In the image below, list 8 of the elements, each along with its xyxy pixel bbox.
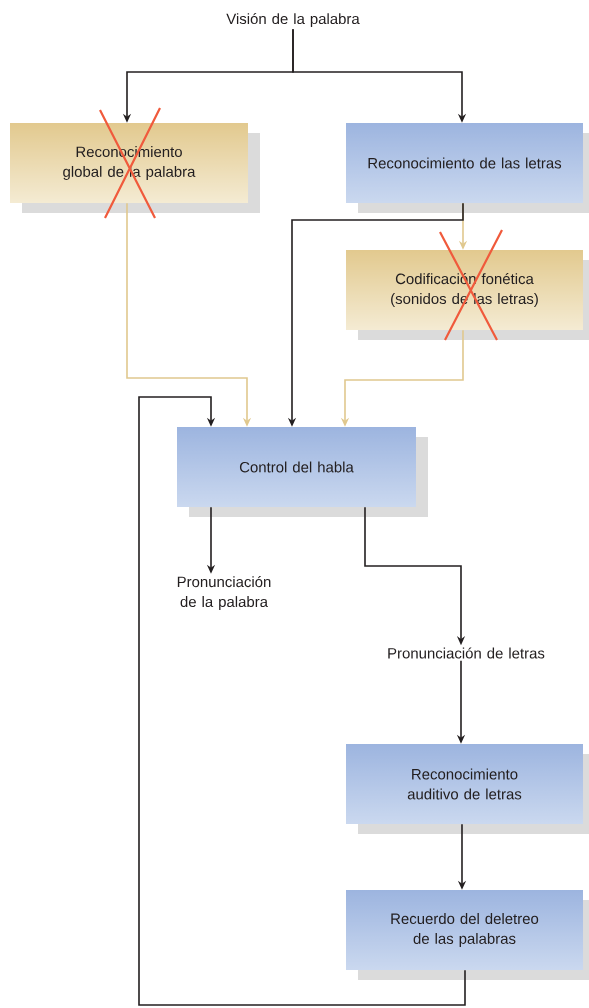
arrow (138, 396, 466, 1006)
step-label: Pronunciación de la palabra (177, 576, 271, 610)
process-box: Control del habla (177, 427, 428, 517)
process-box: Reconocimiento de las letras (346, 123, 589, 213)
process-box: Reconocimiento auditivo de letras (346, 744, 589, 834)
process-box: Recuerdo del deletreo de las palabras (346, 890, 589, 980)
step-label: Visión de la palabra (226, 12, 360, 28)
step-label: Pronunciación de letras (388, 647, 545, 659)
